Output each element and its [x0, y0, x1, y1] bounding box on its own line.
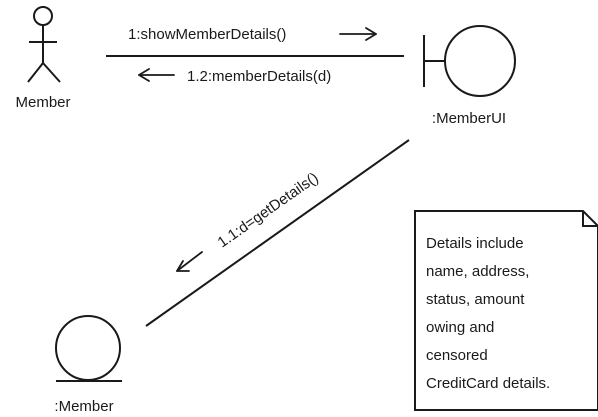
entity-member-label: :Member: [54, 398, 113, 415]
entity-member: :Member: [54, 315, 122, 415]
note-line: name, address,: [426, 263, 529, 280]
note-line: Details include: [426, 235, 524, 252]
entity-icon: [55, 315, 122, 382]
message-1-label: 1:showMemberDetails(): [128, 26, 286, 43]
note: Details include name, address, status, a…: [414, 210, 598, 411]
note-line: censored: [426, 347, 488, 364]
boundary-memberui: :MemberUI: [423, 25, 516, 127]
actor-member-label: Member: [15, 94, 70, 111]
note-fold: [582, 211, 598, 227]
note-shape: [414, 210, 598, 411]
boundary-memberui-label: :MemberUI: [432, 110, 506, 127]
stick-figure-icon: [27, 6, 61, 83]
actor-member: Member: [15, 6, 71, 111]
message-1-1-arrow-icon: [176, 251, 203, 272]
note-line: CreditCard details.: [426, 375, 550, 392]
note-line: status, amount: [426, 291, 525, 308]
message-1-2-label: 1.2:memberDetails(d): [187, 68, 331, 85]
boundary-icon: [423, 25, 516, 97]
note-line: owing and: [426, 319, 494, 336]
message-1-2-arrow-icon: [138, 68, 175, 82]
link-memberui-member: [145, 139, 410, 327]
message-1-arrow-icon: [339, 27, 377, 41]
